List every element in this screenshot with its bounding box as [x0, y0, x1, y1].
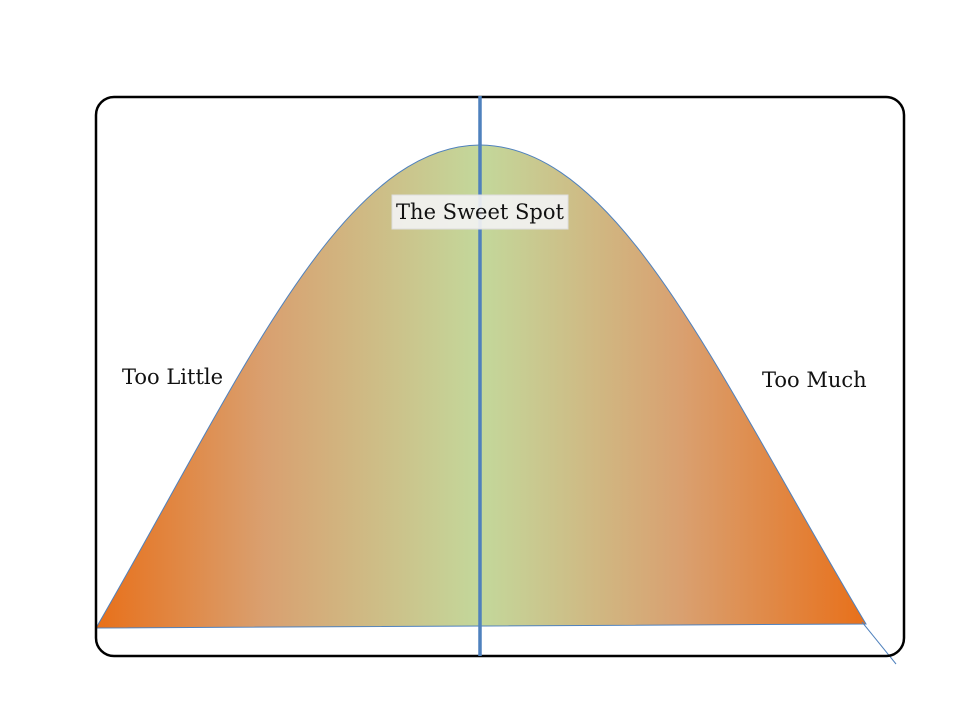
diagram-frame	[94, 95, 906, 658]
curve-tail	[861, 621, 897, 665]
sweet-spot-label-box	[391, 194, 569, 230]
too-much-label: Too Much	[762, 368, 867, 392]
too-little-label: Too Little	[122, 365, 223, 389]
sweet-spot-label: The Sweet Spot	[396, 200, 564, 224]
